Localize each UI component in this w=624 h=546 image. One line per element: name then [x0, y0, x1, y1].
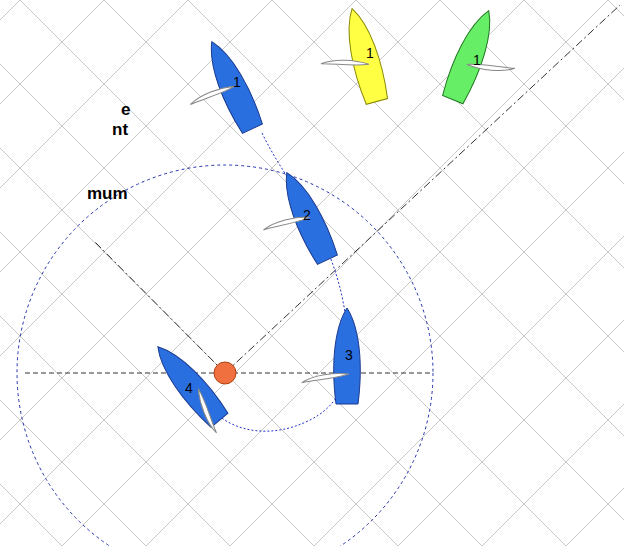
yellow-boat [309, 5, 389, 113]
blue-boat [170, 36, 264, 148]
zone-circle [17, 165, 433, 546]
boat-track [218, 133, 349, 431]
cropped-note: e [121, 100, 130, 120]
cropped-note: mum [87, 184, 128, 204]
boat-number: 1 [473, 52, 481, 68]
mark-buoy [214, 362, 236, 384]
blue-boat [301, 308, 360, 404]
cropped-note: nt [112, 120, 128, 140]
green-boat [440, 6, 532, 118]
boat-number: 2 [303, 207, 311, 223]
layline [225, 5, 620, 373]
boat-number: 1 [233, 74, 241, 90]
boat-number: 4 [185, 380, 193, 396]
blue-boat [146, 338, 234, 436]
boat-number: 3 [345, 347, 353, 363]
boat-number: 1 [366, 45, 374, 61]
blue-boat [246, 167, 340, 279]
